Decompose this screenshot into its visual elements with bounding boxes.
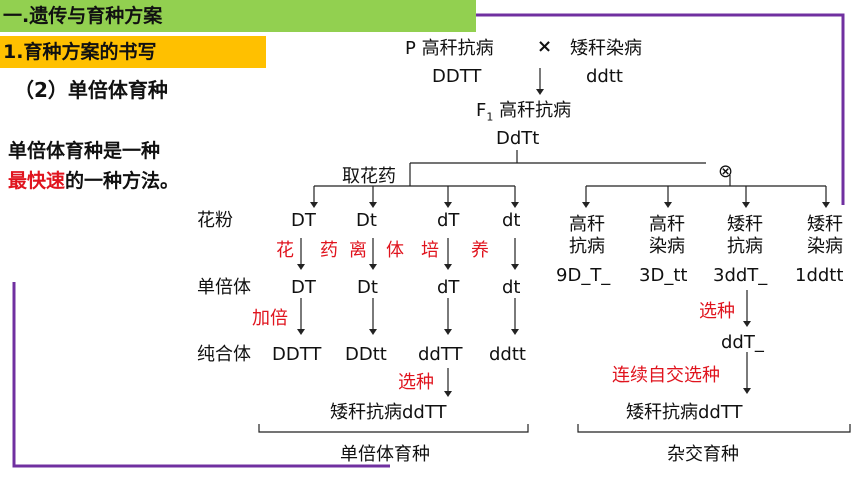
page-title: 一.遗传与育种方案 (3, 5, 163, 27)
subtitle-bar (0, 36, 266, 68)
cross-symbol: × (537, 36, 553, 57)
right-result: 矮秆抗病ddTT (626, 402, 743, 423)
offspring-phenotype: 矮秆抗病 (727, 214, 763, 257)
parent-2-label: 矮秆染病 (570, 38, 642, 59)
culture-char: 药 (320, 240, 338, 261)
right-method: 杂交育种 (667, 444, 739, 465)
left-method: 单倍体育种 (340, 444, 430, 465)
f1-genotype: DdTt (496, 128, 540, 149)
culture-char: 养 (471, 240, 489, 261)
purple-frame-bottom (12, 282, 390, 468)
intro-rest: 的一种方法。 (65, 170, 180, 192)
intro-line-1: 单倍体育种是一种 (8, 140, 161, 162)
purple-frame-top (476, 13, 845, 205)
offspring-genotype: 3ddT_ (713, 265, 768, 286)
haploid-item: dt (502, 277, 521, 298)
right-genotype: ddT_ (721, 332, 764, 353)
left-result: 矮秆抗病ddTT (330, 402, 447, 423)
section-title: （2）单倍体育种 (14, 78, 168, 102)
title-bar (0, 0, 476, 32)
intro-highlight: 最快速 (8, 170, 66, 192)
pure-item: DDTT (272, 344, 322, 365)
f1-label: F1 高秆抗病 (476, 100, 572, 124)
continuous-selfing-label: 连续自交选种 (612, 365, 720, 386)
culture-char: 花 (276, 240, 294, 261)
pollen-item: dT (437, 210, 460, 231)
row-pure: 纯合体 (197, 344, 251, 365)
pure-item: ddTT (418, 344, 463, 365)
select-label-left: 选种 (398, 372, 434, 393)
pure-item: ddtt (489, 344, 526, 365)
pollen-item: DT (291, 210, 316, 231)
selfing-symbol: ⊗ (718, 161, 734, 182)
offspring-phenotype: 矮秆染病 (807, 214, 843, 257)
offspring-genotype: 3D_tt (639, 265, 688, 286)
haploid-item: DT (291, 277, 316, 298)
anther-label: 取花药 (342, 166, 396, 187)
offspring-phenotype: 高秆抗病 (569, 214, 605, 257)
pollen-item: dt (502, 210, 521, 231)
haploid-item: Dt (357, 277, 378, 298)
pollen-item: Dt (356, 210, 377, 231)
double-label: 加倍 (252, 308, 288, 329)
select-label-right: 选种 (699, 301, 735, 322)
intro-line-2: 最快速的一种方法。 (8, 166, 179, 193)
offspring-phenotype: 高秆染病 (649, 214, 685, 257)
parent-1-genotype: DDTT (432, 66, 482, 87)
parent-2-genotype: ddtt (586, 66, 623, 87)
haploid-item: dT (437, 277, 460, 298)
culture-char: 培 (421, 240, 439, 261)
offspring-genotype: 1ddtt (795, 265, 844, 286)
parent-1-label: P 高秆抗病 (405, 38, 494, 59)
culture-char: 体 (386, 240, 404, 261)
subtitle: 1.育种方案的书写 (3, 41, 157, 63)
offspring-genotype: 9D_T_ (556, 265, 611, 286)
culture-char: 离 (349, 240, 367, 261)
pure-item: DDtt (345, 344, 387, 365)
row-pollen: 花粉 (197, 210, 233, 231)
row-haploid: 单倍体 (197, 277, 251, 298)
